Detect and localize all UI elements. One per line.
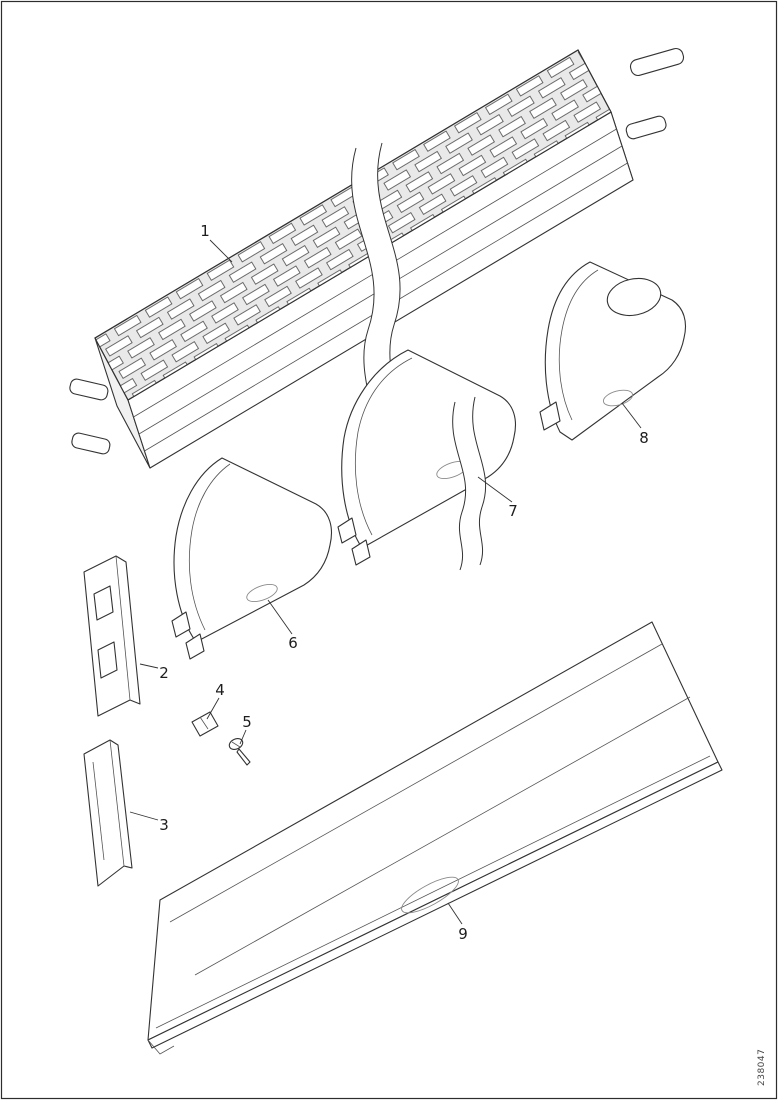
callouts: 1 2 3 4 5 6 7 8 9 xyxy=(129,222,649,943)
leader-line-4 xyxy=(206,697,220,720)
part-8-dimple xyxy=(602,389,634,407)
panel-hem-line xyxy=(169,643,663,923)
callout-7: 7 xyxy=(508,502,518,520)
panel-lower-fold xyxy=(155,755,711,1029)
part-6-foot xyxy=(185,633,205,660)
part-6-foot xyxy=(171,611,191,638)
part-9-front-cover-panel xyxy=(147,621,723,1055)
figure-code: 238047 xyxy=(757,1049,767,1086)
part-5-screw xyxy=(228,738,251,766)
leader-line-7 xyxy=(477,476,513,503)
callout-8: 8 xyxy=(639,429,649,447)
leader-line-8 xyxy=(621,402,642,429)
panel-bottom-flange xyxy=(147,761,723,1049)
leader-line-9 xyxy=(447,902,463,925)
part-4-retaining-clip xyxy=(191,711,219,737)
outlet-hole xyxy=(606,277,662,317)
pipe-stub-left-top xyxy=(69,378,109,401)
callout-6: 6 xyxy=(288,634,298,652)
element-louver-grid xyxy=(94,49,612,401)
part-7-cover-clamp xyxy=(337,349,517,571)
pipe-stub-right-top xyxy=(629,47,685,77)
leader-line-1 xyxy=(209,239,233,263)
part-2-mounting-bracket xyxy=(83,555,141,717)
callout-5: 5 xyxy=(242,713,252,731)
pipe-stub-left-bottom xyxy=(71,432,111,455)
callout-9: 9 xyxy=(458,925,468,943)
leader-line-3 xyxy=(129,811,159,821)
part-8-end-cover xyxy=(539,261,687,441)
part-6-dimple xyxy=(246,583,278,603)
part-3-mounting-bracket xyxy=(83,739,133,887)
leader-line-6 xyxy=(267,599,293,635)
part-8-foot xyxy=(539,401,561,431)
bracket-slot xyxy=(97,641,118,679)
panel-bend-line xyxy=(194,696,691,976)
leader-line-5 xyxy=(239,729,247,745)
pipe-stub-right-bottom xyxy=(625,115,667,140)
callout-1: 1 xyxy=(200,222,210,240)
leader-line-2 xyxy=(139,663,159,669)
callout-2: 2 xyxy=(159,664,169,682)
part-7-foot xyxy=(337,517,357,544)
part-6-cover-clamp xyxy=(171,457,333,660)
part-9-dimple xyxy=(401,876,459,914)
panel-foot xyxy=(147,1039,175,1055)
part-7-foot xyxy=(351,539,371,566)
callout-4: 4 xyxy=(215,681,225,699)
callout-3: 3 xyxy=(159,816,169,834)
bracket-slot xyxy=(93,585,114,621)
